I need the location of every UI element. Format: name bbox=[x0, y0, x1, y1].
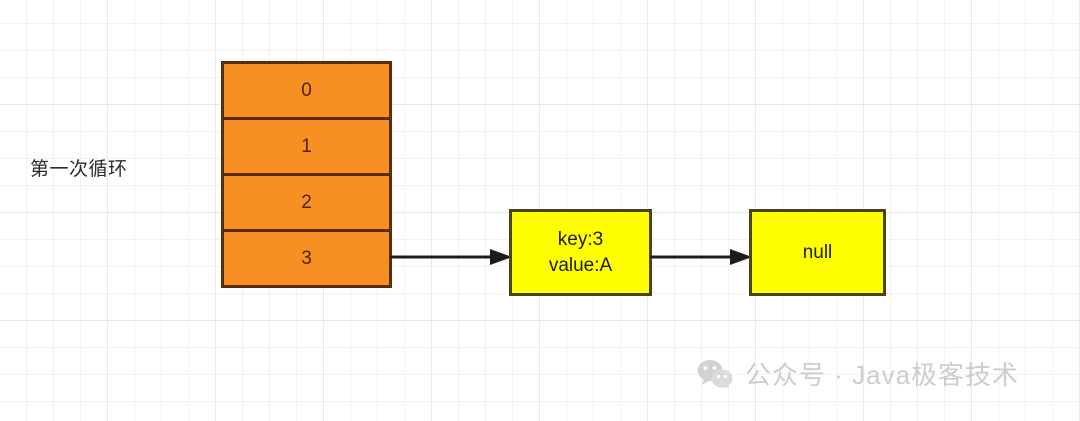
entry-node-key: key:3 bbox=[557, 229, 604, 251]
null-node: null bbox=[749, 209, 886, 296]
watermark: 公众号 · Java极客技术 bbox=[697, 355, 1019, 392]
array-cell-3: 3 bbox=[224, 232, 389, 285]
null-node-label: null bbox=[802, 241, 833, 263]
array-cell-1: 1 bbox=[224, 120, 389, 176]
iteration-caption: 第一次循环 bbox=[30, 159, 128, 180]
hash-bucket-array: 0 1 2 3 bbox=[221, 61, 392, 288]
arrow-bucket3-to-entry bbox=[390, 249, 512, 265]
array-cell-2: 2 bbox=[224, 176, 389, 232]
arrow-entry-to-null bbox=[650, 249, 752, 265]
array-cell-0: 0 bbox=[224, 64, 389, 120]
wechat-icon bbox=[697, 359, 733, 389]
watermark-text: 公众号 · Java极客技术 bbox=[745, 360, 1020, 390]
entry-node-value: value:A bbox=[548, 254, 613, 276]
entry-node: key:3 value:A bbox=[509, 209, 652, 296]
